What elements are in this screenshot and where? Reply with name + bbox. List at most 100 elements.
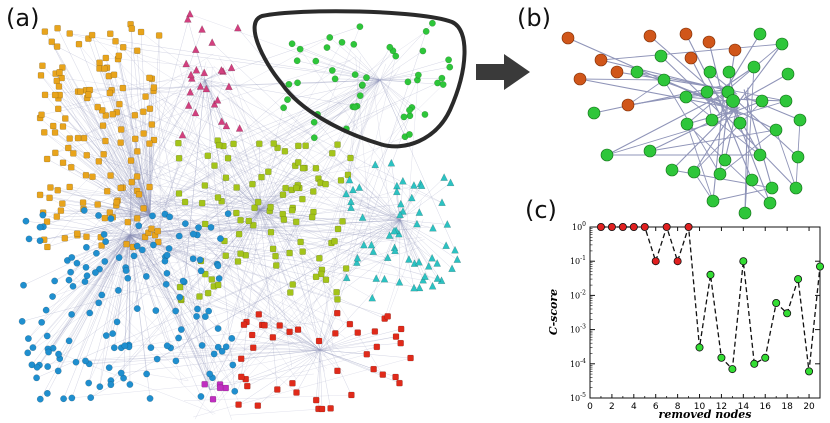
network-edge xyxy=(212,42,401,221)
network-node-blue-pentagon xyxy=(175,232,183,240)
network-node-green-circle xyxy=(351,103,359,111)
network-node-blue-pentagon xyxy=(72,358,80,366)
network-edge xyxy=(351,207,401,221)
network-node-cyan-triangle xyxy=(415,208,424,216)
network-node-cyan-triangle xyxy=(428,253,436,262)
network-edge xyxy=(116,112,386,225)
network-node-red-square xyxy=(332,330,339,337)
network-node-lime-cube xyxy=(215,141,223,149)
network-node-blue-pentagon xyxy=(231,387,239,395)
network-node-magenta-triangle xyxy=(191,45,200,54)
network-edge xyxy=(140,31,374,211)
network-node-orange-square xyxy=(51,91,59,99)
network-edge xyxy=(191,78,206,81)
network-node-cyan-triangle xyxy=(415,257,423,266)
network-edge xyxy=(204,79,276,257)
network-node-blue-pentagon xyxy=(25,235,33,243)
network-node-cyan-triangle xyxy=(453,255,462,263)
network-edge xyxy=(259,209,338,300)
network-node-cyan-triangle xyxy=(410,283,418,292)
network-edge xyxy=(293,354,367,375)
network-node-green-circle xyxy=(406,106,413,114)
network-node-magenta-triangle xyxy=(200,68,209,77)
network-edge xyxy=(32,214,151,348)
network-node-lime-cube xyxy=(270,140,277,147)
network-node-green-circle xyxy=(392,52,400,60)
network-node-red-square xyxy=(240,321,248,329)
network-edge xyxy=(399,182,451,221)
network-edge xyxy=(319,323,350,351)
network-edge xyxy=(61,77,215,100)
network-edge xyxy=(60,210,151,216)
network-node-blue-pentagon xyxy=(36,395,44,403)
network-node-orange-square xyxy=(66,30,73,37)
network-node-blue-pentagon xyxy=(54,367,62,375)
network-edge xyxy=(283,107,401,221)
network-node-orange-square xyxy=(150,84,158,91)
network-edge xyxy=(217,238,288,265)
network-node-blue-pentagon xyxy=(153,355,161,363)
network-node-red-square xyxy=(373,343,381,351)
network-node-blue-pentagon xyxy=(189,230,197,238)
network-node-orange-square xyxy=(88,31,96,39)
network-node-red-square xyxy=(384,313,391,320)
network-edge xyxy=(127,122,315,199)
panel-a-label: (a) xyxy=(6,4,40,32)
network-edge xyxy=(384,200,422,319)
network-node-blue-pentagon xyxy=(163,342,171,350)
network-edge xyxy=(149,74,356,216)
network-node-blue-pentagon xyxy=(138,246,146,254)
network-node-orange-square xyxy=(146,74,153,82)
network-edge xyxy=(357,219,401,259)
network-node-lime-cube xyxy=(230,140,237,148)
network-edge xyxy=(92,34,275,220)
network-node-orange-square xyxy=(148,225,155,232)
network-edge xyxy=(375,164,401,221)
network-edge xyxy=(75,219,128,363)
network-node-red-square xyxy=(315,337,323,345)
network-node-blue-pentagon xyxy=(147,344,155,352)
network-edge xyxy=(137,218,211,391)
network-node-green-circle xyxy=(405,130,413,138)
network-node-red-square xyxy=(254,402,262,409)
network-node-orange-square xyxy=(54,186,61,194)
network-node-green-circle xyxy=(296,45,304,53)
network-edge xyxy=(321,269,334,349)
network-edge xyxy=(334,83,366,242)
network-edge xyxy=(129,203,401,236)
network-edge xyxy=(47,158,151,216)
network-edge xyxy=(89,349,321,365)
network-node-lime-cube xyxy=(322,276,330,283)
network-node-cyan-triangle xyxy=(442,241,451,250)
network-node-blue-pentagon xyxy=(107,381,115,389)
network-node-blue-pentagon xyxy=(121,342,129,350)
network-node-cyan-triangle xyxy=(396,210,404,219)
network-edge xyxy=(143,111,151,216)
network-node-orange-square xyxy=(113,198,120,206)
network-edge xyxy=(399,219,447,246)
network-node-orange-square xyxy=(96,59,103,67)
network-node-magenta-triangle xyxy=(233,23,242,32)
network-edge xyxy=(105,57,215,68)
network-edge xyxy=(179,158,261,211)
network-edge xyxy=(170,347,326,351)
network-edge xyxy=(243,79,381,325)
network-edge xyxy=(240,209,261,254)
network-node-blue-pentagon xyxy=(229,361,237,369)
network-node-cyan-triangle xyxy=(355,183,364,191)
network-node-blue-pentagon xyxy=(214,325,222,332)
network-node-blue-pentagon xyxy=(91,269,99,277)
network-edge xyxy=(42,65,321,351)
network-node-lime-cube xyxy=(198,199,206,207)
network-node-lime-cube xyxy=(293,184,300,192)
network-node-magenta-triangle xyxy=(178,130,187,139)
network-edge xyxy=(129,234,210,375)
network-node-cyan-triangle xyxy=(399,206,407,215)
network-edge xyxy=(71,234,131,315)
network-edge xyxy=(204,79,352,396)
network-node-orange-square xyxy=(43,155,51,163)
network-node-cyan-triangle xyxy=(443,219,452,228)
network-edge xyxy=(260,207,272,233)
network-edge xyxy=(128,86,201,238)
network-node-blue-pentagon xyxy=(196,256,204,264)
